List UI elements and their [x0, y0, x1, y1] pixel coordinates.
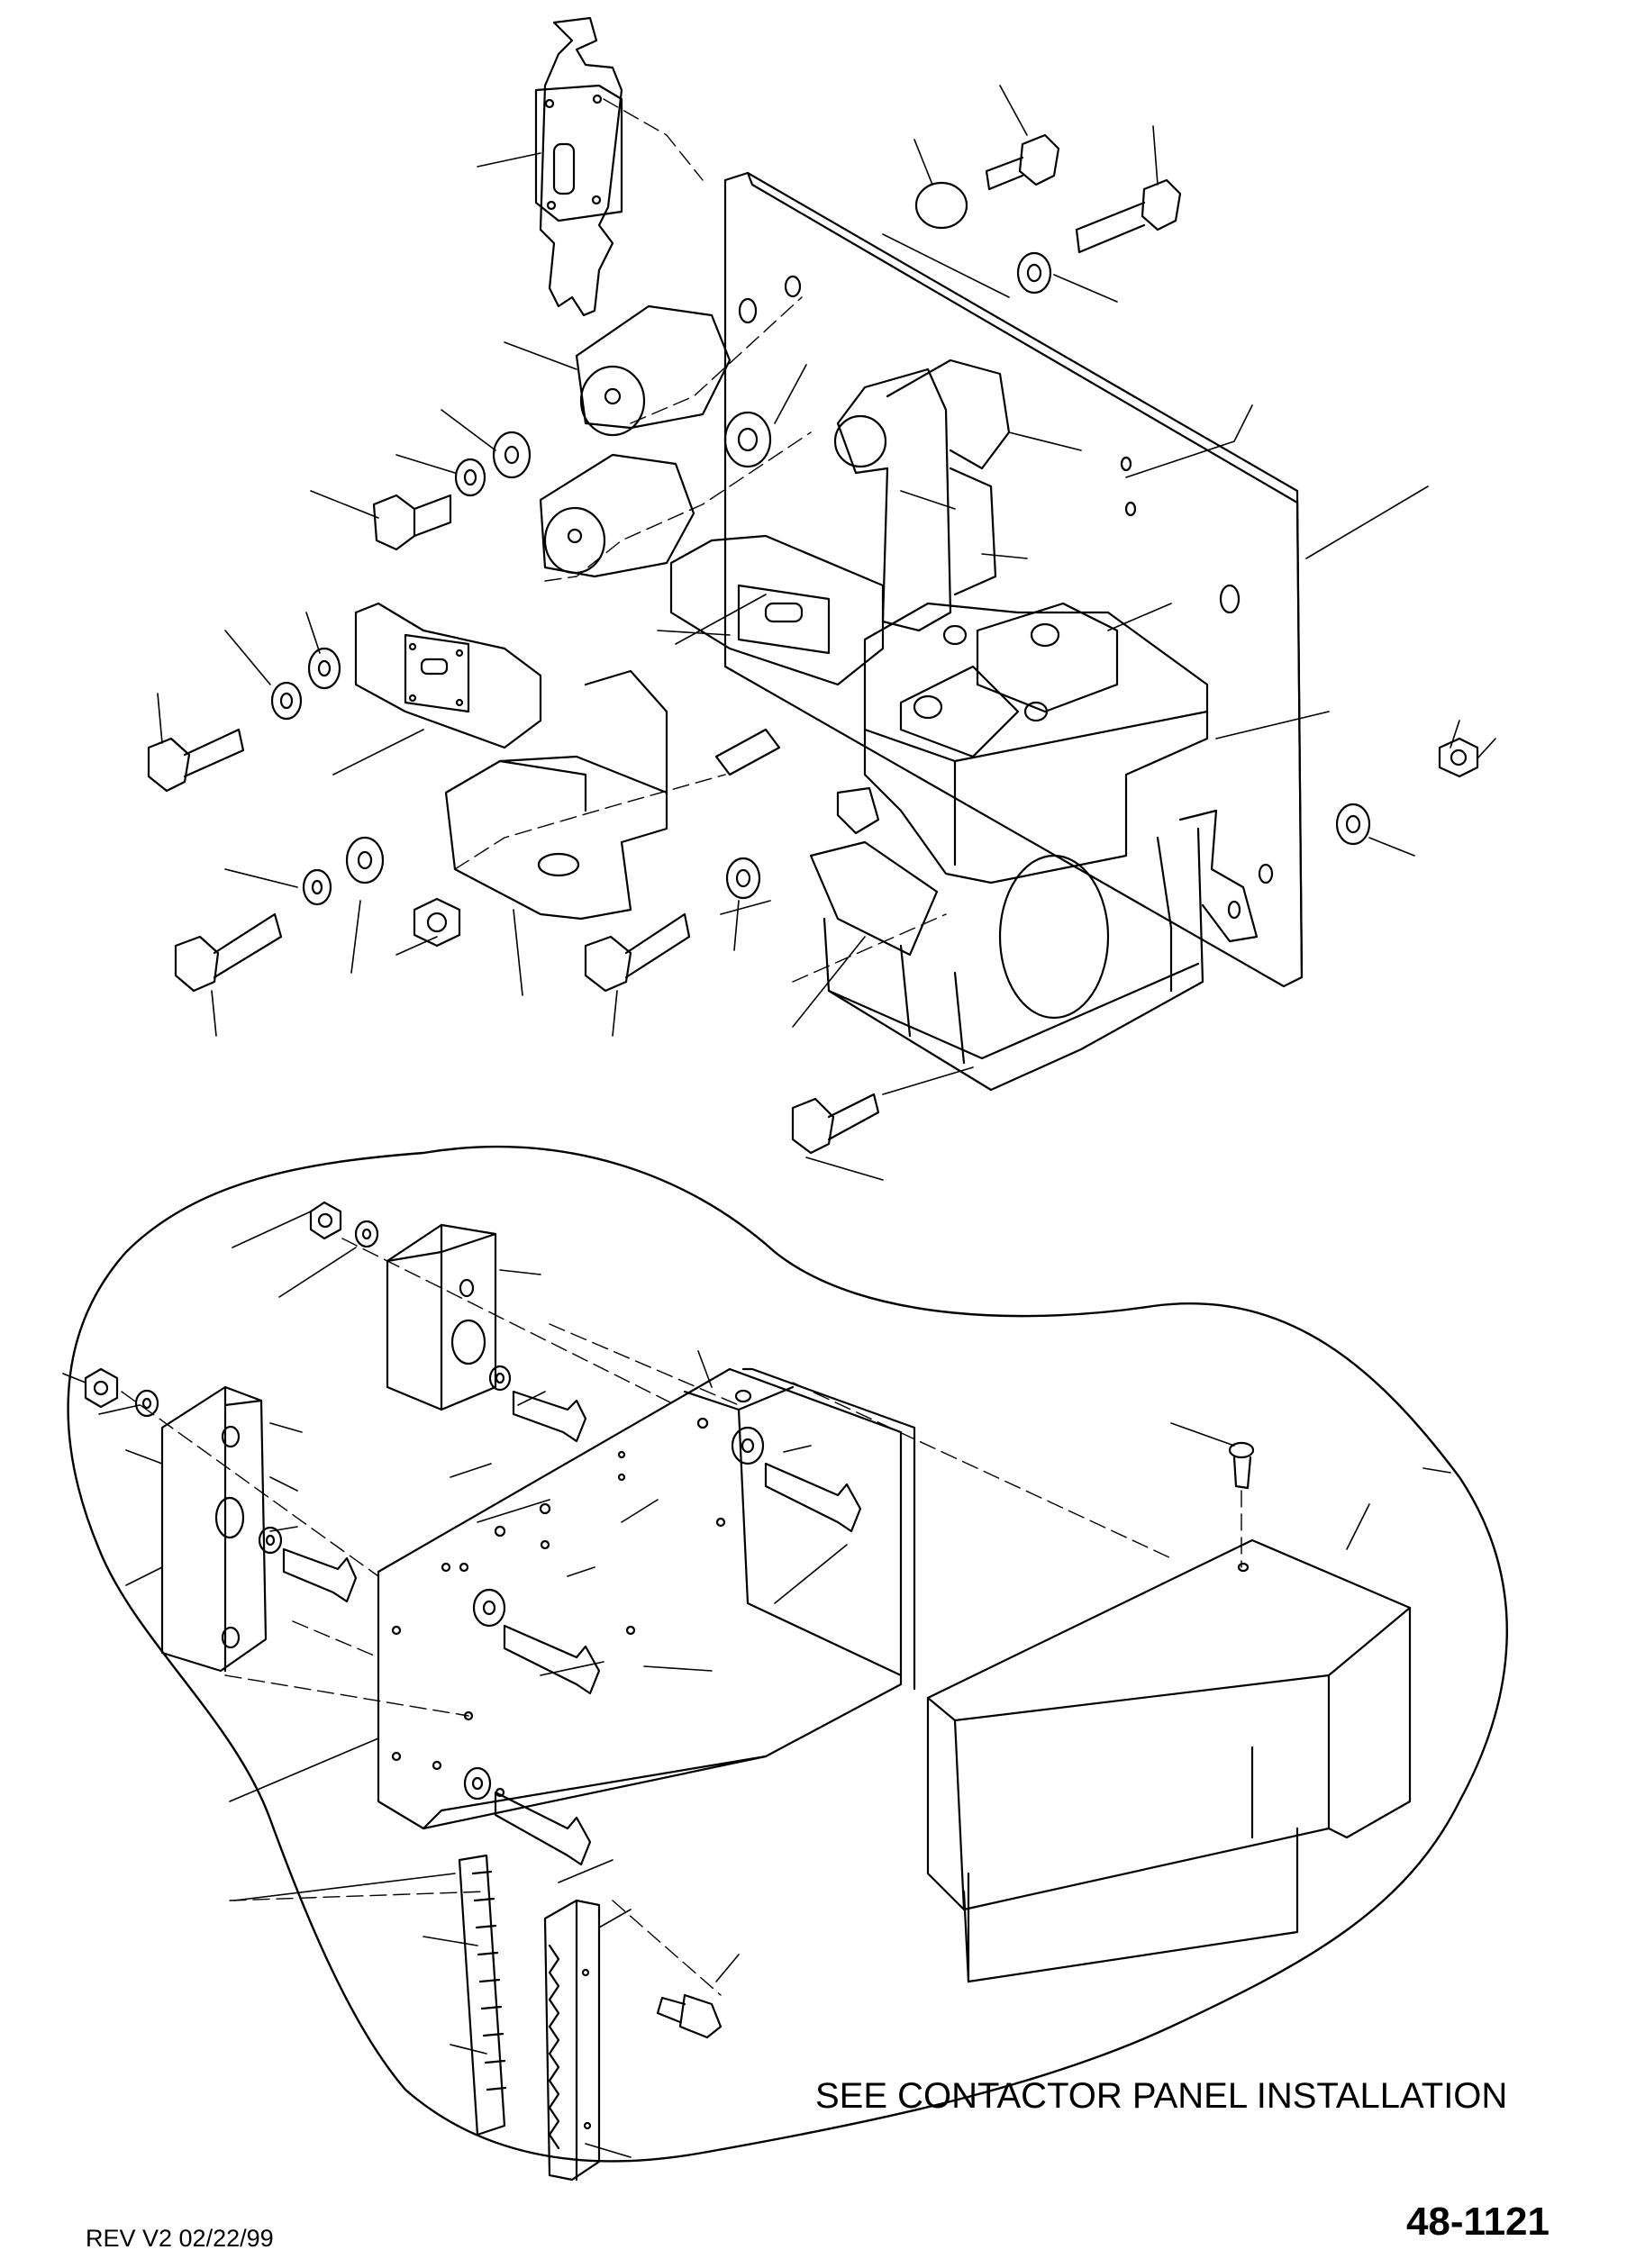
terminal-strip	[543, 1899, 601, 2182]
lock-washer	[1016, 251, 1052, 295]
pillow-block	[160, 1385, 268, 1673]
screw	[1228, 1441, 1255, 1490]
detail-bubble-outline	[67, 1145, 1508, 2163]
hex-bolt	[764, 1462, 862, 1533]
lock-washer	[488, 1365, 512, 1392]
hex-bolt	[512, 1390, 587, 1443]
terminal-clamp	[354, 602, 542, 749]
hex-nut	[413, 897, 461, 948]
lock-washer	[258, 1526, 283, 1555]
leader-lines-upper	[157, 85, 1496, 1181]
hex-bolt	[282, 1547, 358, 1603]
fuse	[534, 16, 623, 317]
mounting-bracket	[377, 1367, 916, 1830]
hex-bolt	[503, 1624, 601, 1695]
lock-washer	[725, 857, 761, 900]
hex-bolt	[372, 494, 452, 551]
terminal-post	[809, 786, 939, 957]
hex-bolt	[584, 912, 691, 993]
centerlines-upper	[454, 98, 947, 983]
lock-washer	[134, 1389, 159, 1418]
flat-washer	[345, 836, 385, 885]
hex-bolt	[791, 1093, 880, 1155]
flat-washer	[731, 1426, 765, 1465]
spacer-block	[386, 1223, 497, 1411]
lock-washer	[354, 1220, 379, 1248]
lock-washer	[454, 458, 486, 497]
hex-bolt	[174, 912, 283, 993]
stud	[714, 728, 781, 776]
hex-bolt	[1075, 178, 1182, 254]
hex-bolt	[494, 1791, 592, 1866]
lock-washer	[302, 868, 332, 906]
see-contactor-panel-note: SEE CONTACTOR PANEL INSTALLATION	[815, 2076, 1508, 2116]
hex-bolt	[147, 728, 245, 793]
flat-washer	[270, 681, 303, 721]
hex-nut	[309, 1201, 342, 1240]
figure-number: 48-1121	[1405, 2200, 1550, 2244]
hex-spacer	[575, 304, 732, 437]
angle-bracket	[444, 669, 668, 921]
hex-nut	[1438, 737, 1479, 778]
lock-washer	[1335, 803, 1371, 846]
flat-washer	[463, 1766, 492, 1801]
busbar-strip	[669, 534, 885, 686]
busbar-bracket	[833, 358, 1011, 632]
flat-washer	[472, 1588, 506, 1628]
hex-nut	[84, 1367, 119, 1409]
cover-box	[926, 1538, 1412, 1983]
coil-housing	[823, 809, 1259, 1092]
revision-label: REV V2 02/22/99	[86, 2225, 274, 2252]
plug-cap	[914, 181, 968, 230]
lock-washer	[307, 647, 341, 690]
flat-washer	[492, 431, 532, 479]
contactor-body	[863, 602, 1209, 885]
screw	[656, 1993, 723, 2039]
round-spacer	[723, 411, 772, 468]
hex-spacer	[539, 453, 695, 578]
mounting-plate	[723, 171, 1304, 988]
terminal-strip	[458, 1854, 507, 2136]
leader-lines-lower	[62, 1211, 1451, 2158]
centerlines-lower	[121, 1238, 1242, 1996]
hex-bolt	[985, 133, 1060, 191]
